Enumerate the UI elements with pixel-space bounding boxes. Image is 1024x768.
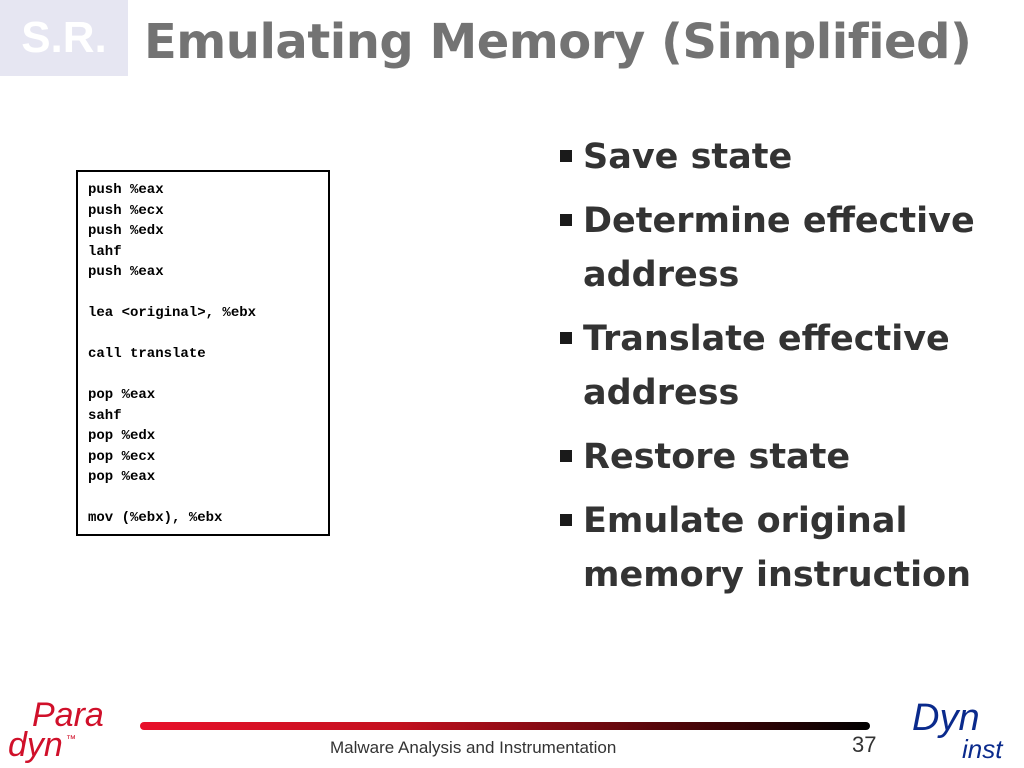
logo-inst-label: inst xyxy=(962,734,1004,764)
square-bullet-icon xyxy=(560,214,572,226)
code-line: pop %ecx xyxy=(88,448,156,465)
logo-trademark: ™ xyxy=(66,734,76,745)
bullet-text: Emulate original memory instruction xyxy=(583,501,972,595)
code-line-blank xyxy=(88,488,328,509)
square-bullet-icon xyxy=(560,150,572,162)
bullet-item: Determine effective address xyxy=(558,194,978,302)
bullet-item: Emulate original memory instruction xyxy=(558,494,978,602)
dyninst-logo: Dyn inst xyxy=(912,697,1004,764)
footer-divider xyxy=(140,722,870,730)
code-line: lahf xyxy=(88,243,122,260)
square-bullet-icon xyxy=(560,514,572,526)
code-line: sahf xyxy=(88,407,122,424)
bullet-text: Determine effective address xyxy=(583,201,975,295)
logo-para-text: Para xyxy=(32,696,104,734)
code-line: call translate xyxy=(88,346,206,362)
bullet-item: Restore state xyxy=(558,430,978,484)
code-line: push %edx xyxy=(88,223,164,239)
slide-title: Emulating Memory (Simplified) xyxy=(144,14,972,70)
square-bullet-icon xyxy=(560,450,572,462)
code-line-blank xyxy=(88,324,328,345)
code-line: mov (%ebx), %ebx xyxy=(88,510,223,526)
logo-dyn-label: Dyn xyxy=(912,697,980,739)
code-line: lea <original>, %ebx xyxy=(88,305,257,321)
bullet-text: Save state xyxy=(583,137,793,177)
bullet-item: Save state xyxy=(558,130,978,184)
bullet-item: Translate effective address xyxy=(558,312,978,420)
section-badge: S.R. xyxy=(0,0,128,76)
code-line-blank xyxy=(88,365,328,386)
square-bullet-icon xyxy=(560,332,572,344)
paradyn-logo: Para dyn ™ xyxy=(8,696,104,764)
logo-dyn-text: dyn xyxy=(8,726,63,764)
bullet-list: Save state Determine effective address T… xyxy=(558,130,978,612)
footer-text: Malware Analysis and Instrumentation xyxy=(330,738,617,757)
code-line: push %eax xyxy=(88,264,164,280)
code-line: pop %edx xyxy=(88,428,156,444)
code-line-blank xyxy=(88,283,328,304)
page-number: 37 xyxy=(852,732,877,757)
code-line: push %ecx xyxy=(88,202,164,219)
code-listing: push %eax push %ecx push %edx lahf push … xyxy=(76,170,330,536)
code-line: pop %eax xyxy=(88,469,156,485)
code-line: push %eax xyxy=(88,182,164,198)
bullet-text: Translate effective address xyxy=(583,319,950,413)
bullet-text: Restore state xyxy=(583,437,851,477)
code-line: pop %eax xyxy=(88,387,156,403)
